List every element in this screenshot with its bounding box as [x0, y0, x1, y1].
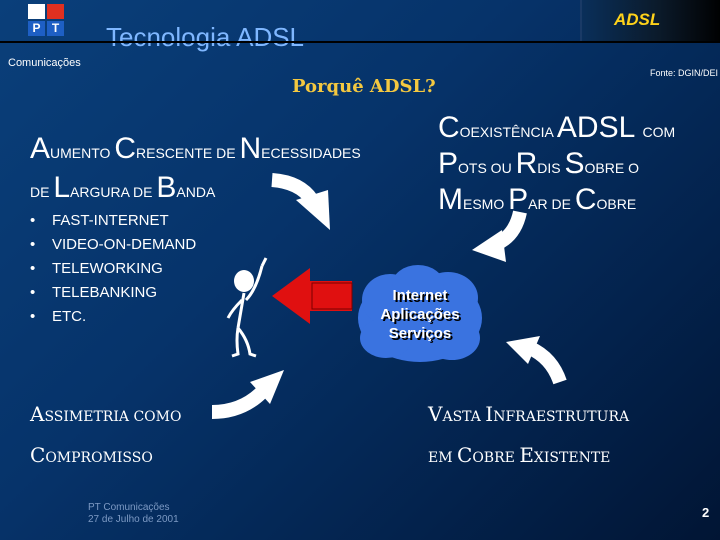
- heading-run: N: [239, 132, 262, 165]
- heading-run: ESMO: [463, 196, 509, 212]
- bottom-right-line1: VASTA INFRAESTRUTURA: [428, 395, 629, 436]
- heading-run: C: [30, 443, 46, 467]
- footer: PT Comunicações 27 de Julho de 2001: [88, 502, 179, 526]
- cloud-line-aplicacoes: Aplicações: [380, 306, 460, 323]
- logo-letter-t: T: [47, 21, 64, 36]
- heading-run: ADSL: [556, 111, 643, 144]
- right-heading-line1: COEXISTÊNCIA ADSL COM: [438, 112, 675, 148]
- list-item: TELEBANKING: [30, 284, 196, 308]
- bullet-list: FAST-INTERNET VIDEO-ON-DEMAND TELEWORKIN…: [30, 212, 196, 332]
- right-heading: COEXISTÊNCIA ADSL COM POTS OU RDIS SOBRE…: [438, 112, 675, 220]
- cloud-icon: [358, 265, 482, 362]
- left-heading-line1: AUMENTO CRESCENTE DE NECESSIDADES: [30, 132, 361, 171]
- cloud-line-internet: Internet: [392, 287, 448, 304]
- footer-date: 27 de Julho de 2001: [88, 514, 179, 525]
- heading-run: C: [438, 111, 460, 144]
- heading-run: A: [30, 402, 45, 426]
- heading-run: RESCENTE DE: [136, 145, 240, 161]
- right-heading-line3: MESMO PAR DE COBRE: [438, 184, 675, 220]
- company-subtitle: Comunicações: [8, 57, 81, 69]
- heading-run: B: [156, 171, 177, 204]
- heading-run: L: [53, 171, 71, 204]
- footer-company: PT Comunicações: [88, 502, 170, 513]
- heading-run: OEXISTÊNCIA: [459, 124, 557, 140]
- heading-run: EM: [428, 450, 458, 466]
- bottom-right-heading: VASTA INFRAESTRUTURA EM COBRE EXISTENTE: [428, 395, 629, 477]
- curved-arrow-icon: [506, 336, 567, 385]
- question-heading: Porquê ADSL?: [292, 76, 436, 97]
- heading-run: V: [428, 402, 443, 426]
- list-item: VIDEO-ON-DEMAND: [30, 236, 196, 260]
- logo-letter-p: P: [28, 21, 45, 36]
- heading-run: COM: [642, 124, 676, 140]
- adsl-badge-label: ADSL: [614, 10, 661, 29]
- heading-run: OBRE: [596, 196, 637, 212]
- heading-run: E: [519, 443, 534, 467]
- page-number: 2: [702, 505, 710, 520]
- heading-run: UMENTO: [50, 145, 115, 161]
- heading-run: S: [564, 147, 585, 180]
- red-arrow-icon: [272, 268, 353, 324]
- heading-run: P: [508, 183, 529, 216]
- header-divider: [0, 41, 720, 43]
- heading-run: ECESSIDADES: [261, 145, 361, 161]
- curved-arrow-icon: [211, 370, 284, 419]
- curved-arrow-icon: [271, 173, 330, 230]
- heading-run: ARGURA DE: [70, 184, 157, 200]
- curved-arrow-icon: [472, 210, 527, 262]
- heading-run: XISTENTE: [533, 450, 611, 466]
- adsl-badge: ADSL: [580, 0, 720, 42]
- bottom-right-line2: EM COBRE EXISTENTE: [428, 436, 629, 477]
- list-item: FAST-INTERNET: [30, 212, 196, 236]
- heading-run: C: [574, 183, 597, 216]
- cloud-line-servicos: Serviços: [388, 325, 452, 342]
- bottom-left-line1: ASSIMETRIA COMO: [30, 395, 181, 436]
- heading-run: A: [30, 132, 51, 165]
- heading-run: OTS OU: [458, 160, 516, 176]
- left-heading: AUMENTO CRESCENTE DE NECESSIDADES DE LAR…: [30, 132, 361, 210]
- heading-run: M: [438, 183, 463, 216]
- left-heading-line2: DE LARGURA DE BANDA: [30, 171, 361, 210]
- heading-run: SSIMETRIA COMO: [44, 409, 182, 425]
- page-title: Tecnologia ADSL: [106, 22, 305, 52]
- heading-run: C: [457, 443, 473, 467]
- bottom-left-line2: COMPROMISSO: [30, 436, 181, 477]
- stick-figure-icon: [226, 257, 268, 358]
- heading-run: ANDA: [176, 184, 216, 200]
- heading-run: P: [438, 147, 459, 180]
- heading-run: R: [515, 147, 538, 180]
- heading-run: OMPROMISSO: [45, 450, 153, 466]
- right-heading-line2: POTS OU RDIS SOBRE O: [438, 148, 675, 184]
- heading-run: AR DE: [528, 196, 575, 212]
- heading-run: ASTA: [442, 409, 486, 425]
- pt-logo: P T: [28, 4, 66, 38]
- bottom-left-heading: ASSIMETRIA COMO COMPROMISSO: [30, 395, 181, 477]
- list-item: ETC.: [30, 308, 196, 332]
- heading-run: OBRE: [472, 450, 520, 466]
- heading-run: OBRE O: [584, 160, 639, 176]
- heading-run: DE: [30, 184, 54, 200]
- source-label: Fonte: DGIN/DEI: [650, 68, 719, 78]
- list-item: TELEWORKING: [30, 260, 196, 284]
- heading-run: C: [114, 132, 136, 165]
- heading-run: DIS: [537, 160, 565, 176]
- heading-run: NFRAESTRUTURA: [493, 409, 630, 425]
- cloud-label: Internet Aplicações Serviços: [357, 286, 483, 343]
- heading-run: I: [485, 402, 494, 426]
